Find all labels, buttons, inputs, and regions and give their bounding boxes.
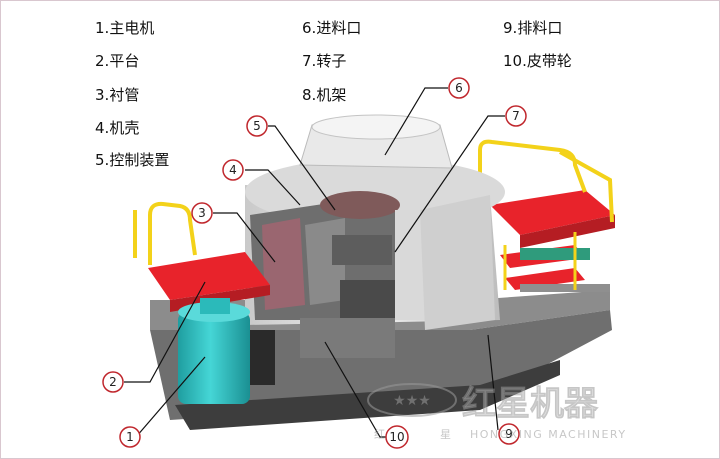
legend-item-7: 7.转子 <box>302 52 347 70</box>
crusher-body <box>245 114 505 358</box>
watermark-sub-en: HONGXING MACHINERY <box>470 428 627 441</box>
watermark-brand: 红星机器 <box>462 384 599 424</box>
callout-7: 7 <box>505 105 527 127</box>
watermark-sub-mid: 星 <box>440 428 451 441</box>
callout-markers: 1 2 3 4 5 6 7 9 10 <box>102 77 527 449</box>
legend-item-6: 6.进料口 <box>302 19 362 37</box>
callout-1: 1 <box>119 426 141 448</box>
svg-text:4: 4 <box>229 163 237 177</box>
watermark-logo <box>367 383 457 417</box>
legend-item-4: 4.机壳 <box>95 119 140 137</box>
svg-text:2: 2 <box>109 375 117 389</box>
main-motor <box>178 298 275 404</box>
svg-text:5: 5 <box>253 119 261 133</box>
svg-text:1: 1 <box>126 430 134 444</box>
svg-text:3: 3 <box>198 206 206 220</box>
callout-5: 5 <box>246 115 268 137</box>
svg-text:9: 9 <box>505 427 513 441</box>
legend-item-2: 2.平台 <box>95 52 140 70</box>
rotor <box>332 235 392 265</box>
svg-text:★★★: ★★★ <box>393 393 431 409</box>
callout-3: 3 <box>191 202 213 224</box>
right-platform <box>478 139 615 292</box>
svg-text:6: 6 <box>455 81 463 95</box>
legend-item-9: 9.排料口 <box>503 19 563 37</box>
svg-text:10: 10 <box>389 430 404 444</box>
liner <box>262 218 305 310</box>
legend-item-1: 1.主电机 <box>95 19 155 37</box>
callout-10: 10 <box>385 425 409 449</box>
legend-item-5: 5.控制装置 <box>95 151 170 169</box>
watermark: ★★★ 红星机器 红 星 HONGXING MACHINERY <box>367 383 627 441</box>
callout-6: 6 <box>448 77 470 99</box>
legend-item-3: 3.衬管 <box>95 86 140 104</box>
callout-4: 4 <box>222 159 244 181</box>
callout-9: 9 <box>498 423 520 445</box>
svg-text:7: 7 <box>512 109 520 123</box>
callout-2: 2 <box>102 371 124 393</box>
legend-item-8: 8.机架 <box>302 86 347 104</box>
legend-item-10: 10.皮带轮 <box>503 52 572 70</box>
watermark-sub-left: 红 <box>374 428 385 441</box>
